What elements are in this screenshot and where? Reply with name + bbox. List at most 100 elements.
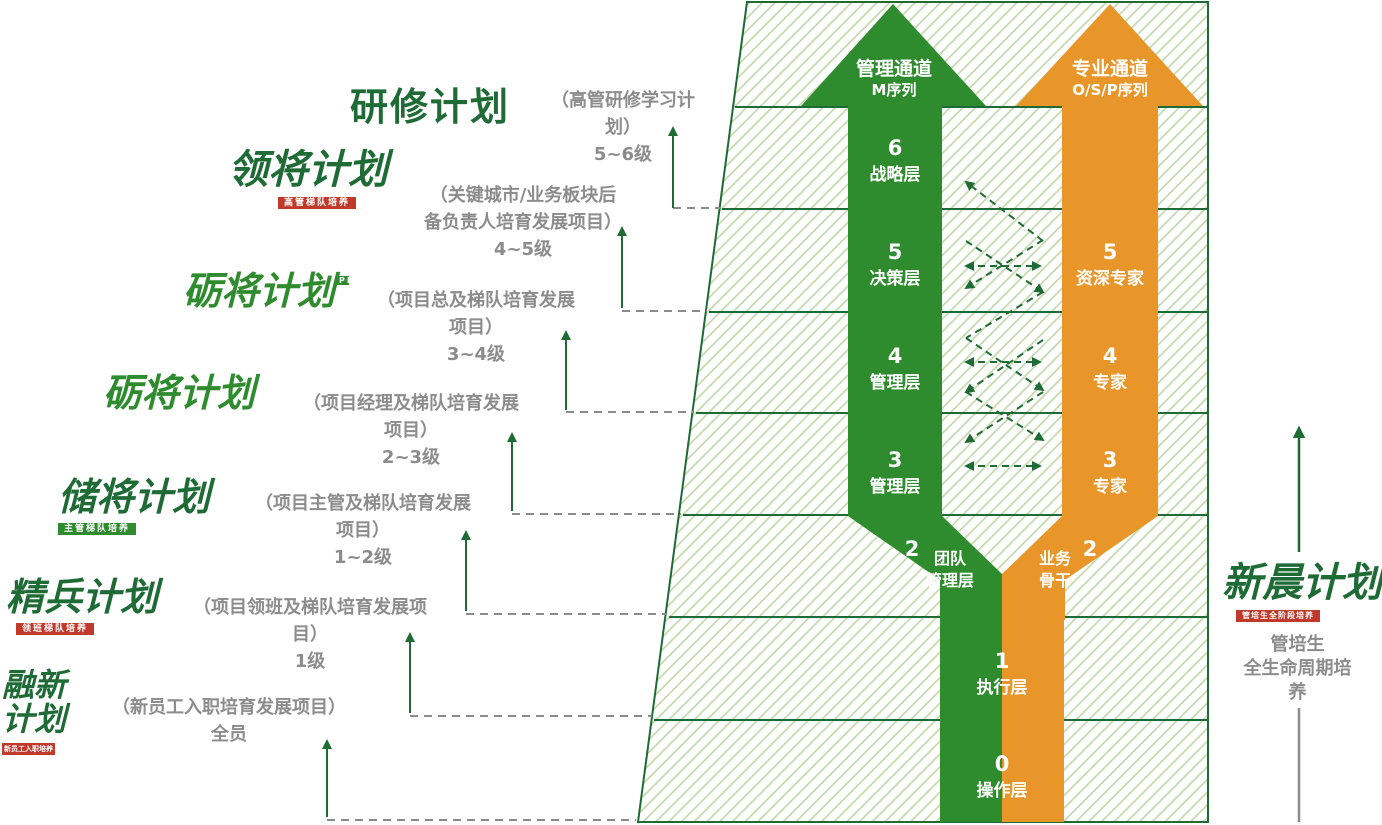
level-number: 5 [1102,240,1118,264]
side-program-text: 管培生 全生命周期培 养 [1225,633,1370,705]
mgmt-level-5: 5 决策层 [848,238,942,292]
logo-text: 储将计划 [58,475,211,519]
mgmt-level-2-number: 2 [898,535,926,563]
professional-arrow-head [1016,4,1203,106]
management-shaft [848,106,942,516]
mgmt-level-2-name: 团队 管理层 [918,548,982,592]
logo-text: 砺将计划 [183,269,336,313]
plan-line: （项目主管及梯队培育发展 [255,493,471,514]
pro-level-2-name: 业务 骨干 [1030,548,1080,592]
professional-channel-header: 专业通道 O/S/P序列 [1048,58,1172,100]
plan-logo-jingbing: 精兵计划 领班梯队培养 [6,578,158,635]
plan-text-0: （高管研修学习计 划） 5~6级 [530,87,716,168]
logo-tag: 新员工入职培养 [2,743,55,755]
plan-level: 全员 [211,724,247,745]
plan-line: （项目经理及梯队培育发展 [303,393,519,414]
plan-line: （新员工入职培育发展项目） [112,697,346,718]
level-number: 4 [887,344,903,368]
professional-channel-title: 专业通道 [1071,58,1148,80]
plan-logo-lingjiang: 领将计划 高管梯队培养 [228,150,388,209]
side-line: 管培生 [1270,634,1325,655]
plan-level: 1级 [294,651,326,672]
level-number: 2 [1082,537,1098,561]
professional-channel [1002,4,1203,620]
plan-line: （关键城市/业务板块后 [429,185,617,206]
level-name: 决策层 [869,269,921,289]
level-number: 4 [1102,344,1118,368]
level-number: 3 [887,448,903,472]
plan-line: （高管研修学习计 [551,90,695,111]
plan-line: （项目领班及梯队培育发展项 [193,597,427,618]
plan-logo-chujiang: 储将计划 主管梯队培养 [58,478,210,535]
level-name-line: 管理层 [925,571,974,590]
professional-shaft [1062,106,1158,516]
plan-text-3: （项目经理及梯队培育发展 项目） 2~3级 [270,390,552,471]
level-number: 1 [994,649,1010,673]
plan-line: 项目） [449,317,503,338]
level-name-line: 团队 [933,549,966,568]
logo-text: 精兵计划 [6,575,159,619]
level-name: 资深专家 [1076,269,1144,289]
plan-level: 4~5级 [493,239,553,260]
level-name: 管理层 [869,373,921,393]
plan-line: 项目） [384,420,438,441]
logo-text: 砺将计划 [103,371,256,415]
level-name: 战略层 [869,165,921,185]
level-name: 专家 [1093,477,1127,497]
logo-tag: 高管梯队培养 [278,197,357,209]
transfer-arrows [964,180,1045,471]
level-number: 6 [887,136,903,160]
management-channel [801,4,1002,620]
side-line: 全生命周期培 [1243,658,1352,679]
plan-line: 备负责人培育发展项目） [424,212,622,233]
level-name-line: 业务 [1038,549,1071,568]
mgmt-level-6: 6 战略层 [848,134,942,188]
plan-line: 项目） [336,520,390,541]
plan-logo-rongxin: 融新计划 新员工入职培养 [2,668,72,755]
plan-connectors [327,207,720,821]
shared-column-orange [1002,618,1064,822]
logo-tag: 主管梯队培养 [58,523,137,535]
side-line: 养 [1288,682,1307,703]
plan-line: 目） [292,624,328,645]
management-arrow-head [801,4,986,106]
professional-channel-sub: O/S/P序列 [1072,81,1148,99]
logo-tag: PRO [337,276,364,285]
plan-line: （项目总及梯队培育发展 [377,290,575,311]
pro-level-5: 5 资深专家 [1062,238,1158,292]
shared-level-0: 0 操作层 [955,750,1049,804]
plan-level: 2~3级 [381,447,441,468]
logo-text: 新晨计划 [1222,560,1382,606]
management-channel-title: 管理通道 [855,58,932,80]
plan-text-6: （新员工入职培育发展项目） 全员 [85,694,373,748]
shared-level-1: 1 执行层 [955,647,1049,701]
plan-line: 划） [605,117,641,138]
management-channel-header: 管理通道 M序列 [833,58,955,100]
plan-logo-lijiang: 砺将计划 [103,374,255,412]
level-name: 执行层 [976,678,1028,698]
page-title: 研修计划 [350,85,511,129]
professional-merge [1002,516,1158,620]
management-merge [848,516,1002,620]
side-logo-xinchen: 新晨计划 管培生全阶段培养 [1222,563,1382,622]
level-number: 5 [887,240,903,264]
plan-text-5: （项目领班及梯队培育发展项 目） 1级 [160,594,460,675]
plan-level: 3~4级 [446,344,506,365]
plan-level: 1~2级 [333,547,393,568]
level-name: 操作层 [976,781,1028,801]
pro-level-3: 3 专家 [1062,446,1158,500]
plan-logo-lijiang-pro: 砺将计划 PRO [183,269,362,313]
shared-column-green [940,618,1002,822]
plan-up-arrows [322,126,678,817]
logo-text: 领将计划 [228,147,388,193]
logo-text: 融新计划 [2,666,67,738]
plan-text-1: （关键城市/业务板块后 备负责人培育发展项目） 4~5级 [393,182,653,263]
pro-level-4: 4 专家 [1062,342,1158,396]
logo-tag: 管培生全阶段培养 [1236,610,1320,622]
plan-text-2: （项目总及梯队培育发展 项目） 3~4级 [348,287,604,368]
pro-level-2-number: 2 [1076,535,1104,563]
level-number: 2 [904,537,920,561]
mgmt-level-3: 3 管理层 [848,446,942,500]
management-channel-sub: M序列 [871,81,917,99]
